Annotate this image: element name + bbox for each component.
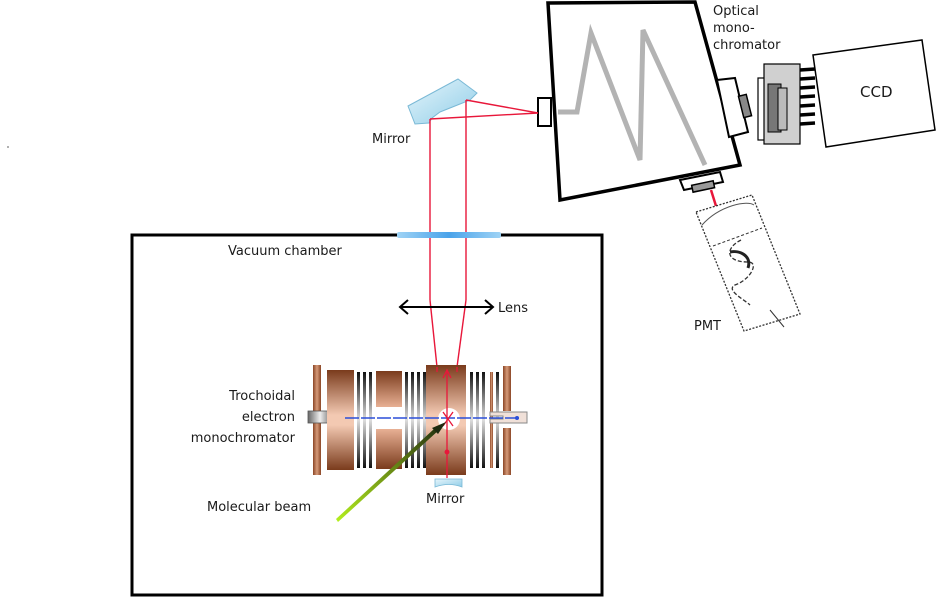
end-plate-right-upper — [503, 366, 511, 411]
label-trochoidal-3: monochromator — [191, 431, 296, 446]
upper-mirror — [407, 78, 478, 125]
lens-plates-2 — [405, 372, 426, 468]
exit-port-bottom-flange — [690, 179, 716, 194]
entrance-slit — [537, 97, 552, 127]
pmt-arc — [701, 202, 755, 226]
ccd-body — [812, 39, 936, 148]
electrode-block-1 — [327, 370, 354, 470]
exit-port-right — [715, 76, 750, 139]
molecular-beam-arrowhead — [432, 422, 446, 434]
label-pmt: PMT — [694, 319, 721, 334]
exit-port-right-flange — [737, 93, 753, 119]
ccd-sensor-light — [777, 87, 788, 131]
ccd-pins — [799, 67, 816, 126]
light-path — [429, 99, 539, 368]
pmt-lead — [769, 309, 785, 328]
light-into-chamber — [436, 367, 458, 372]
deflector-lower — [376, 429, 402, 469]
pmt-dynode-dense — [729, 250, 751, 269]
exit-port-bottom — [678, 170, 725, 192]
label-optical-monochromator-2: mono- — [713, 21, 755, 36]
label-lens: Lens — [498, 301, 528, 316]
lens-plates-1 — [357, 372, 372, 468]
label-molecular-beam: Molecular beam — [207, 500, 311, 515]
pmt-detector — [695, 189, 801, 332]
label-trochoidal-1: Trochoidal — [228, 389, 295, 404]
trochoidal-electron-monochromator — [307, 365, 528, 488]
label-trochoidal-2: electron — [242, 410, 295, 425]
lower-mirror — [434, 478, 463, 488]
label-vacuum-chamber: Vacuum chamber — [228, 244, 343, 259]
grating-light-path — [558, 23, 708, 167]
pmt-dynode-chain — [729, 239, 754, 306]
stray-dot — [7, 146, 9, 148]
pmt-photocathode — [712, 227, 763, 247]
optical-monochromator — [537, 0, 753, 203]
ccd-camera — [757, 39, 936, 148]
label-optical-monochromator-1: Optical — [713, 4, 759, 19]
emission-light-vertical — [442, 368, 454, 478]
label-mirror-lower: Mirror — [426, 492, 465, 507]
molecular-beam — [336, 424, 444, 522]
label-optical-monochromator-3: chromator — [713, 38, 781, 53]
vacuum-window — [397, 232, 501, 238]
electron-beam — [345, 416, 520, 420]
label-mirror-upper: Mirror — [372, 132, 411, 147]
end-plate-right-lower — [503, 428, 511, 475]
deflector-upper — [376, 371, 402, 407]
vacuum-chamber-wall — [130, 233, 604, 597]
pmt-light-path — [709, 189, 718, 207]
label-ccd: CCD — [860, 83, 893, 101]
lens — [398, 299, 495, 315]
